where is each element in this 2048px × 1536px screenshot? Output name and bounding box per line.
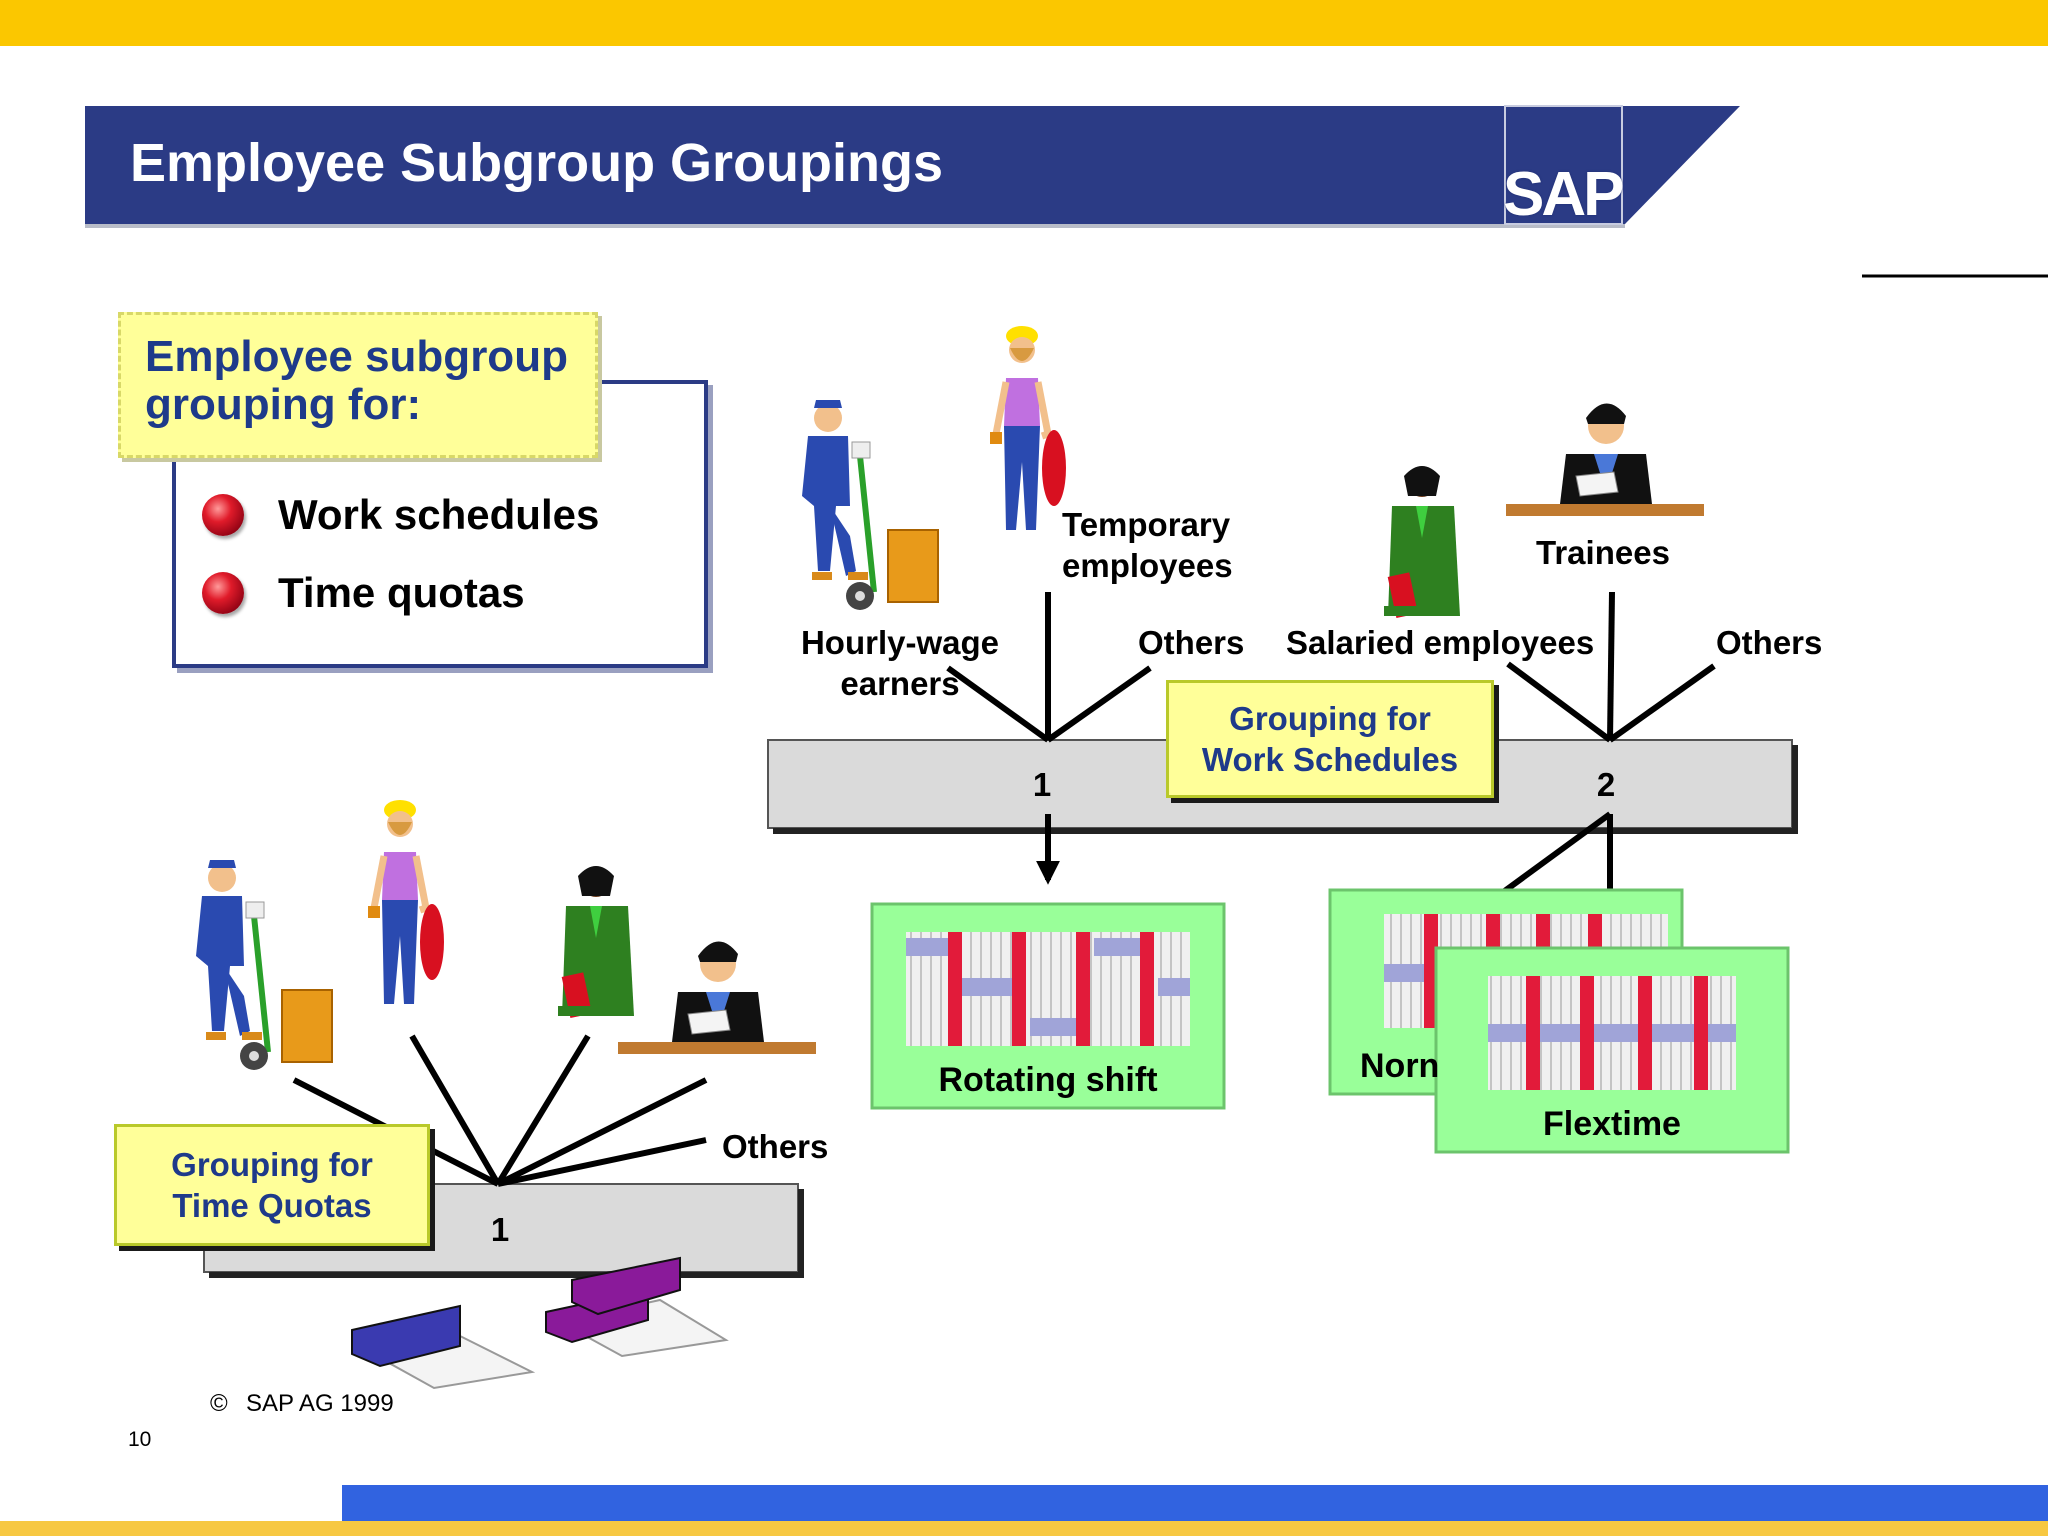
others-label-right: Others <box>1716 624 1823 661</box>
hourly-wage-earner-icon <box>802 400 939 610</box>
salaried-employee-icon <box>1384 466 1460 619</box>
grouping-time-quotas-line2: Time Quotas <box>172 1187 372 1224</box>
time-quota-connectors <box>292 1034 708 1187</box>
flextime-label: Flextime <box>1543 1105 1681 1143</box>
grouping-work-schedules-line2: Work Schedules <box>1201 741 1459 778</box>
bottom-accent-band <box>342 1485 2048 1521</box>
grouping-work-schedules-line1: Grouping for <box>1229 700 1431 737</box>
book-stack-icon <box>351 1256 729 1390</box>
rotating-shift-panel <box>870 902 1226 1110</box>
legend-title-line1: Employee subgroup <box>145 332 568 381</box>
page-title: Employee Subgroup Groupings <box>130 133 944 193</box>
rotating-shift-label: Rotating shift <box>938 1061 1158 1099</box>
salaried-employee-icon <box>558 866 634 1019</box>
legend-item-work-schedules: Work schedules <box>278 491 600 538</box>
page-number: 10 <box>128 1428 152 1451</box>
bullet-icon <box>202 494 244 536</box>
copyright-text: SAP AG 1999 <box>246 1390 394 1417</box>
trainees-label: Trainees <box>1536 534 1670 571</box>
trainee-icon <box>618 941 816 1054</box>
temporary-employee-icon <box>990 326 1066 530</box>
sap-logo: SAP <box>1503 160 1624 229</box>
time-quota-group-1: 1 <box>490 1211 510 1248</box>
others-label-left: Others <box>1138 624 1245 661</box>
top-accent-bar <box>0 0 2048 46</box>
trainee-icon <box>1506 403 1704 516</box>
title-banner <box>85 105 1740 228</box>
work-schedule-connectors <box>946 591 1716 743</box>
salaried-employees-label: Salaried employees <box>1286 624 1595 661</box>
flextime-panel <box>1434 946 1790 1154</box>
hourly-wage-earner-icon <box>196 860 333 1070</box>
temporary-employee-icon <box>368 800 444 1004</box>
legend-note: Employee subgroup grouping for: <box>118 312 598 458</box>
work-schedule-group-2: 2 <box>1596 766 1616 803</box>
bullet-icon <box>202 572 244 614</box>
others-label-time-quotas: Others <box>722 1128 829 1165</box>
temporary-employees-label-line2: employees <box>1062 547 1233 584</box>
work-schedule-group-1: 1 <box>1032 766 1052 803</box>
grouping-for-time-quotas-box: Grouping for Time Quotas <box>114 1124 430 1246</box>
copyright-symbol: © <box>210 1390 228 1417</box>
legend-item-time-quotas: Time quotas <box>278 569 525 616</box>
legend-title-line2: grouping for: <box>145 380 422 429</box>
grouping-for-work-schedules-box: Grouping for Work Schedules <box>1166 680 1494 798</box>
hourly-wage-earners-label-line2: earners <box>840 665 960 702</box>
hourly-wage-earners-label-line1: Hourly-wage <box>800 624 1000 661</box>
grouping-time-quotas-line1: Grouping for <box>171 1146 373 1183</box>
normal-schedule-label: Norn <box>1360 1047 1440 1085</box>
temporary-employees-label-line1: Temporary <box>1062 506 1231 543</box>
bottom-accent-strip <box>0 1521 2048 1536</box>
